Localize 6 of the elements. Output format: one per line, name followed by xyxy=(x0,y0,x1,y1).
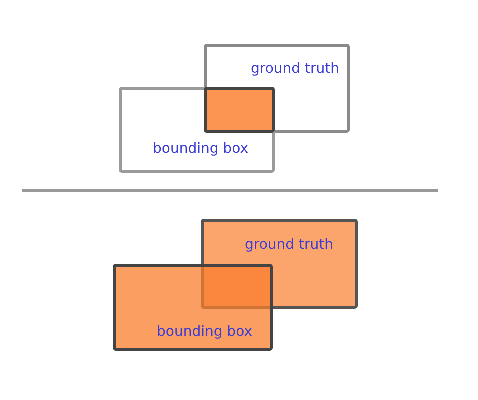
box-label: ground truth xyxy=(245,237,334,253)
bounding-box-outline xyxy=(113,264,273,351)
intersection-area xyxy=(204,87,275,133)
box-label: bounding box xyxy=(157,324,252,340)
box-label: ground truth xyxy=(251,61,340,77)
box-label: bounding box xyxy=(153,141,248,157)
